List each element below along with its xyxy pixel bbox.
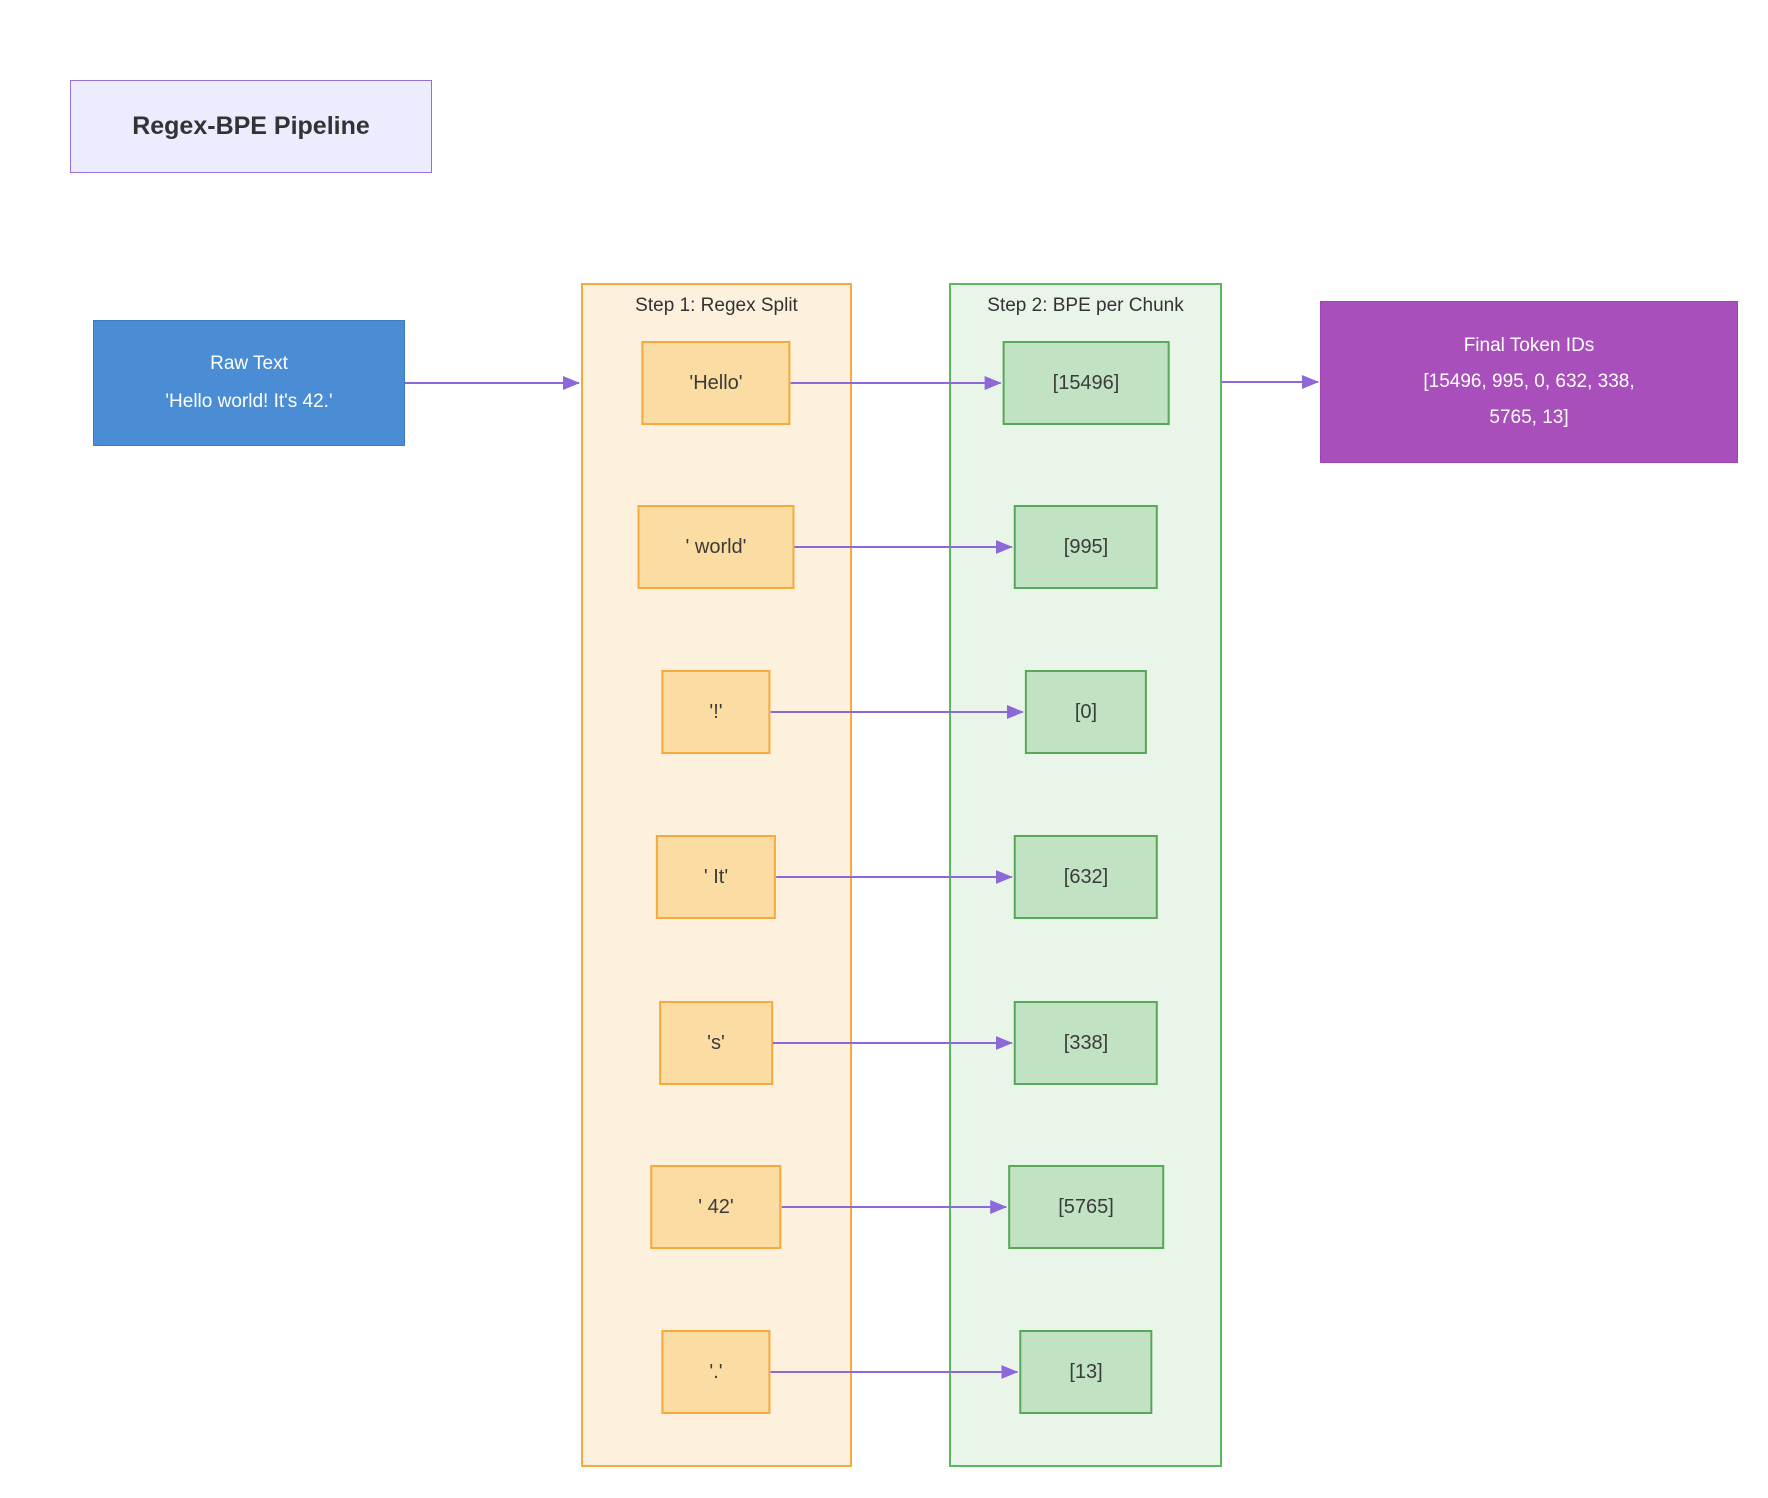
step2-container: Step 2: BPE per Chunk [949,283,1222,1467]
raw-text-node: Raw Text 'Hello world! It's 42.' [93,320,405,446]
raw-text-label: Raw Text [210,353,288,374]
chunk-node-hello: 'Hello' [641,341,791,425]
chunk-node-world: ' world' [637,505,795,589]
step1-header: Step 1: Regex Split [635,295,798,316]
raw-text-value: 'Hello world! It's 42.' [165,391,333,412]
step2-header: Step 2: BPE per Chunk [987,295,1184,316]
token-node-338: [338] [1013,1001,1159,1085]
token-node-13: [13] [1019,1330,1153,1414]
final-token-ids-label: Final Token IDs [1463,335,1595,356]
chunk-node-exclamation: '!' [661,670,771,754]
token-node-15496: [15496] [1002,341,1170,425]
token-node-0: [0] [1024,670,1148,754]
diagram-title: Regex-BPE Pipeline [70,80,432,173]
chunk-node-s: 's' [659,1001,773,1085]
chunk-node-period: '.' [661,1330,771,1414]
diagram-title-label: Regex-BPE Pipeline [132,112,370,140]
final-token-ids-value: [15496, 995, 0, 632, 338, 5765, 13] [1423,371,1635,428]
token-node-632: [632] [1013,835,1159,919]
token-node-995: [995] [1013,505,1159,589]
chunk-node-it: ' It' [655,835,777,919]
chunk-node-42: ' 42' [650,1165,782,1249]
token-node-5765: [5765] [1008,1165,1164,1249]
final-token-ids-node: Final Token IDs [15496, 995, 0, 632, 338… [1320,301,1738,463]
